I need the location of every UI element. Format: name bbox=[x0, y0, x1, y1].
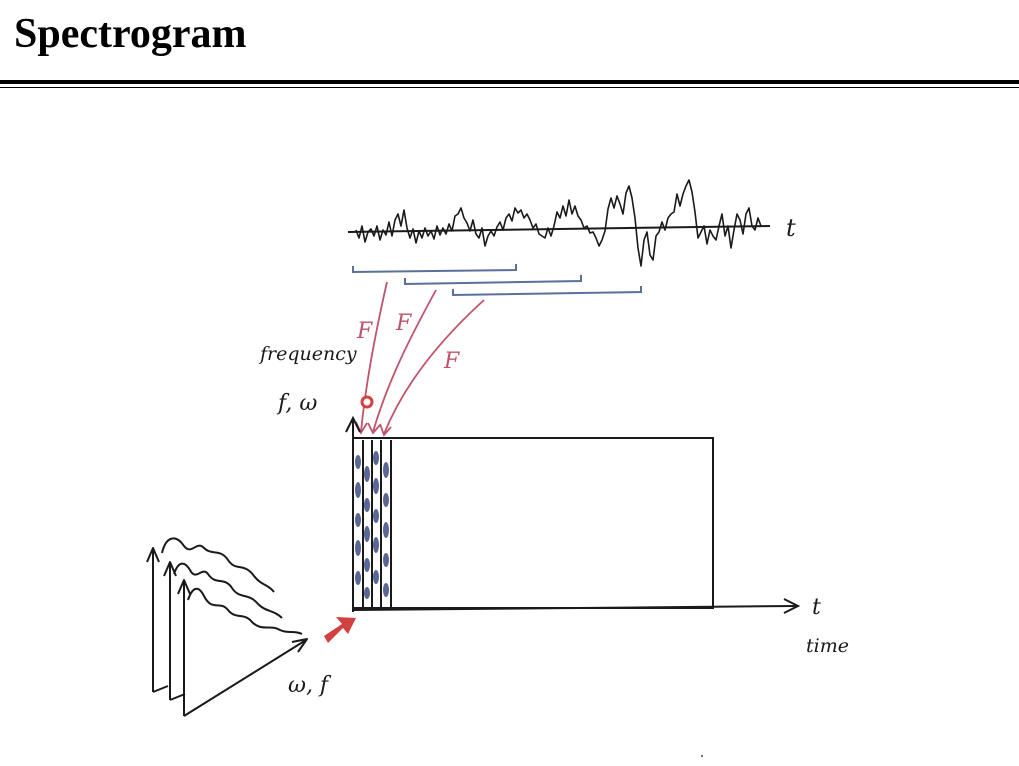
transform-arrow-1 bbox=[360, 281, 388, 433]
spectrogram-frame bbox=[352, 437, 714, 609]
blob bbox=[373, 451, 379, 465]
time-signal-waveform bbox=[355, 179, 762, 267]
spectrum-curve-front bbox=[187, 587, 303, 635]
window-brackets bbox=[352, 264, 642, 297]
blob bbox=[364, 466, 370, 482]
transform-arrow-2 bbox=[372, 289, 437, 433]
transform-label-1: F bbox=[356, 319, 373, 344]
spectrum-baseline-middle bbox=[169, 693, 186, 701]
blob bbox=[383, 553, 389, 567]
spectrogram-strips bbox=[362, 440, 392, 608]
time-axis-label: time bbox=[806, 635, 849, 657]
blob bbox=[383, 493, 389, 507]
blob bbox=[355, 482, 361, 498]
blob bbox=[373, 570, 379, 584]
pointer-marker bbox=[360, 395, 374, 409]
transform-label-2: F bbox=[395, 311, 412, 336]
spectrum-axis-front-arrowhead bbox=[177, 579, 191, 595]
blob bbox=[364, 498, 370, 512]
blob bbox=[364, 587, 370, 599]
spectra-axis-label: ω, f bbox=[288, 673, 332, 698]
blob bbox=[373, 478, 379, 494]
spectrum-frequency-axis-arrowhead bbox=[291, 638, 308, 653]
blob bbox=[364, 526, 370, 542]
axis-labels: frequency f, ω t time bbox=[258, 343, 849, 657]
frequency-symbols-label: f, ω bbox=[276, 391, 317, 416]
red-arrow-icon bbox=[324, 617, 356, 643]
window-bracket-1 bbox=[352, 264, 517, 274]
spectrogram-blobs bbox=[355, 451, 389, 599]
spectrum-axis-back-arrowhead bbox=[146, 547, 160, 563]
slide-title: Spectrogram bbox=[14, 11, 247, 57]
spectrum-curve-back bbox=[161, 537, 275, 593]
spectrum-frequency-axis bbox=[183, 639, 307, 717]
signal-t-label: t bbox=[786, 214, 796, 242]
frequency-axis-arrowhead bbox=[345, 415, 361, 433]
blob bbox=[355, 571, 361, 585]
spectrum-curve-middle bbox=[173, 562, 283, 619]
transform-arrow-3-head bbox=[379, 423, 392, 437]
window-bracket-3 bbox=[452, 286, 642, 297]
blob bbox=[355, 513, 361, 527]
time-signal-group: t bbox=[347, 179, 796, 267]
title-divider-thin bbox=[0, 87, 1019, 88]
blob bbox=[383, 522, 389, 538]
spectrum-baseline-back bbox=[152, 685, 169, 693]
title-divider-thick bbox=[0, 80, 1019, 84]
window-bracket-2 bbox=[404, 275, 582, 286]
spectrogram-axes bbox=[345, 415, 801, 614]
frequency-axis-label: frequency bbox=[258, 343, 357, 365]
transform-label-3: F bbox=[443, 349, 460, 374]
transform-labels: F F F bbox=[356, 311, 460, 374]
blob bbox=[373, 509, 379, 523]
time-axis-t-label: t bbox=[812, 595, 821, 620]
signal-time-axis bbox=[347, 225, 771, 233]
blob bbox=[383, 462, 389, 478]
time-axis-arrowhead bbox=[783, 598, 801, 614]
blob bbox=[383, 583, 389, 597]
blob bbox=[355, 540, 361, 556]
stacked-spectra bbox=[146, 537, 308, 717]
blob bbox=[364, 558, 370, 572]
transform-arrow-2-head bbox=[367, 422, 381, 435]
blob bbox=[373, 537, 379, 553]
blob bbox=[355, 455, 361, 469]
transform-arrow-3 bbox=[383, 299, 485, 435]
transform-arrows bbox=[355, 281, 485, 437]
stray-dot bbox=[700, 754, 704, 758]
